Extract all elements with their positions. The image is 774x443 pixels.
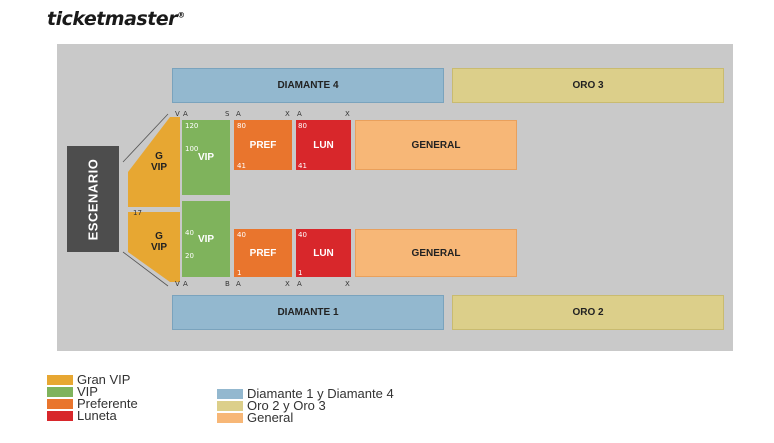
- seat-number: 41: [237, 162, 246, 170]
- legend-item-luneta: Luneta: [47, 408, 138, 423]
- legend-item-vip: VIP: [47, 384, 138, 399]
- zone-lun-top[interactable]: LUN: [296, 120, 351, 170]
- row-letter: X: [285, 110, 290, 118]
- stage: ESCENARIO: [67, 146, 119, 252]
- logo-text: ticketmaster: [47, 8, 178, 30]
- row-letter: X: [345, 280, 350, 288]
- legend-label: VIP: [77, 384, 98, 399]
- seat-number: 80: [298, 122, 307, 130]
- legend-label: Preferente: [77, 396, 138, 411]
- zone-label: ORO 3: [572, 80, 604, 91]
- row-letter: B: [225, 280, 230, 288]
- legend-item-gran-vip: Gran VIP: [47, 372, 138, 387]
- seat-number: 1: [298, 269, 303, 277]
- zone-label: GENERAL: [411, 139, 461, 151]
- zone-label: VIP: [197, 233, 215, 245]
- legend-label: Luneta: [77, 408, 117, 423]
- zone-general-bottom[interactable]: GENERAL: [355, 229, 517, 277]
- row-letter: V: [175, 110, 180, 118]
- legend-right: Diamante 1 y Diamante 4 Oro 2 y Oro 3 Ge…: [217, 386, 394, 425]
- zone-vip-bottom[interactable]: VIP: [182, 201, 230, 277]
- ticketmaster-logo: ticketmaster®: [47, 8, 185, 30]
- seat-number: 40: [237, 231, 246, 239]
- row-letter: X: [285, 280, 290, 288]
- seat-number: 40: [185, 229, 194, 237]
- zone-label: DIAMANTE 1: [277, 307, 339, 318]
- legend-swatch: [47, 375, 73, 385]
- row-letter: X: [345, 110, 350, 118]
- zone-vip-top[interactable]: VIP: [182, 120, 230, 195]
- gvip-bottom-shape: [128, 212, 180, 282]
- zone-lun-bottom[interactable]: LUN: [296, 229, 351, 277]
- seat-number: 17: [133, 209, 142, 217]
- zone-diamante-1[interactable]: DIAMANTE 1: [172, 295, 444, 330]
- seat-number: 80: [237, 122, 246, 130]
- zone-pref-top[interactable]: PREF: [234, 120, 292, 170]
- gran-vip-shapes: [122, 113, 180, 287]
- zone-diamante-4[interactable]: DIAMANTE 4: [172, 68, 444, 103]
- zone-label: DIAMANTE 4: [277, 80, 339, 91]
- seat-number: 41: [298, 162, 307, 170]
- legend-item-diamante: Diamante 1 y Diamante 4: [217, 386, 394, 401]
- zone-label: VIP: [197, 152, 215, 163]
- legend-swatch: [217, 389, 243, 399]
- row-letter: V: [175, 280, 180, 288]
- zone-label: PREF: [249, 139, 277, 151]
- zone-general-top[interactable]: GENERAL: [355, 120, 517, 170]
- row-letter: A: [236, 280, 241, 288]
- legend-swatch: [47, 411, 73, 421]
- legend-swatch: [217, 413, 243, 423]
- zone-label: PREF: [249, 247, 277, 259]
- zone-label: ORO 2: [572, 307, 604, 318]
- row-letter: A: [183, 110, 188, 118]
- stage-guide-line: [122, 251, 169, 287]
- zone-oro-3[interactable]: ORO 3: [452, 68, 724, 103]
- legend-swatch: [47, 399, 73, 409]
- row-letter: A: [183, 280, 188, 288]
- row-letter: A: [297, 110, 302, 118]
- stage-label: ESCENARIO: [85, 158, 101, 240]
- legend-item-preferente: Preferente: [47, 396, 138, 411]
- seat-number: 20: [185, 252, 194, 260]
- row-letter: S: [225, 110, 230, 118]
- zone-label: LUN: [313, 139, 334, 151]
- legend-swatch: [47, 387, 73, 397]
- legend-label: General: [247, 410, 294, 425]
- stage-guide-line: [122, 113, 169, 163]
- row-letter: A: [297, 280, 302, 288]
- seat-number: 1: [237, 269, 242, 277]
- zone-pref-bottom[interactable]: PREF: [234, 229, 292, 277]
- zone-oro-2[interactable]: ORO 2: [452, 295, 724, 330]
- registered-mark: ®: [177, 10, 185, 20]
- legend-item-general: General: [217, 410, 394, 425]
- seat-number: 100: [185, 145, 199, 153]
- legend-label: Oro 2 y Oro 3: [247, 398, 326, 413]
- seat-number: 40: [298, 231, 307, 239]
- legend-item-oro: Oro 2 y Oro 3: [217, 398, 394, 413]
- zone-label: GENERAL: [411, 247, 461, 259]
- legend-label: Diamante 1 y Diamante 4: [247, 386, 394, 401]
- legend-swatch: [217, 401, 243, 411]
- legend-left: Gran VIP VIP Preferente Luneta: [47, 372, 138, 423]
- gvip-top-shape: [128, 117, 180, 207]
- seat-number: 120: [185, 122, 199, 130]
- legend-label: Gran VIP: [77, 372, 131, 387]
- zone-label: LUN: [313, 247, 334, 259]
- row-letter: A: [236, 110, 241, 118]
